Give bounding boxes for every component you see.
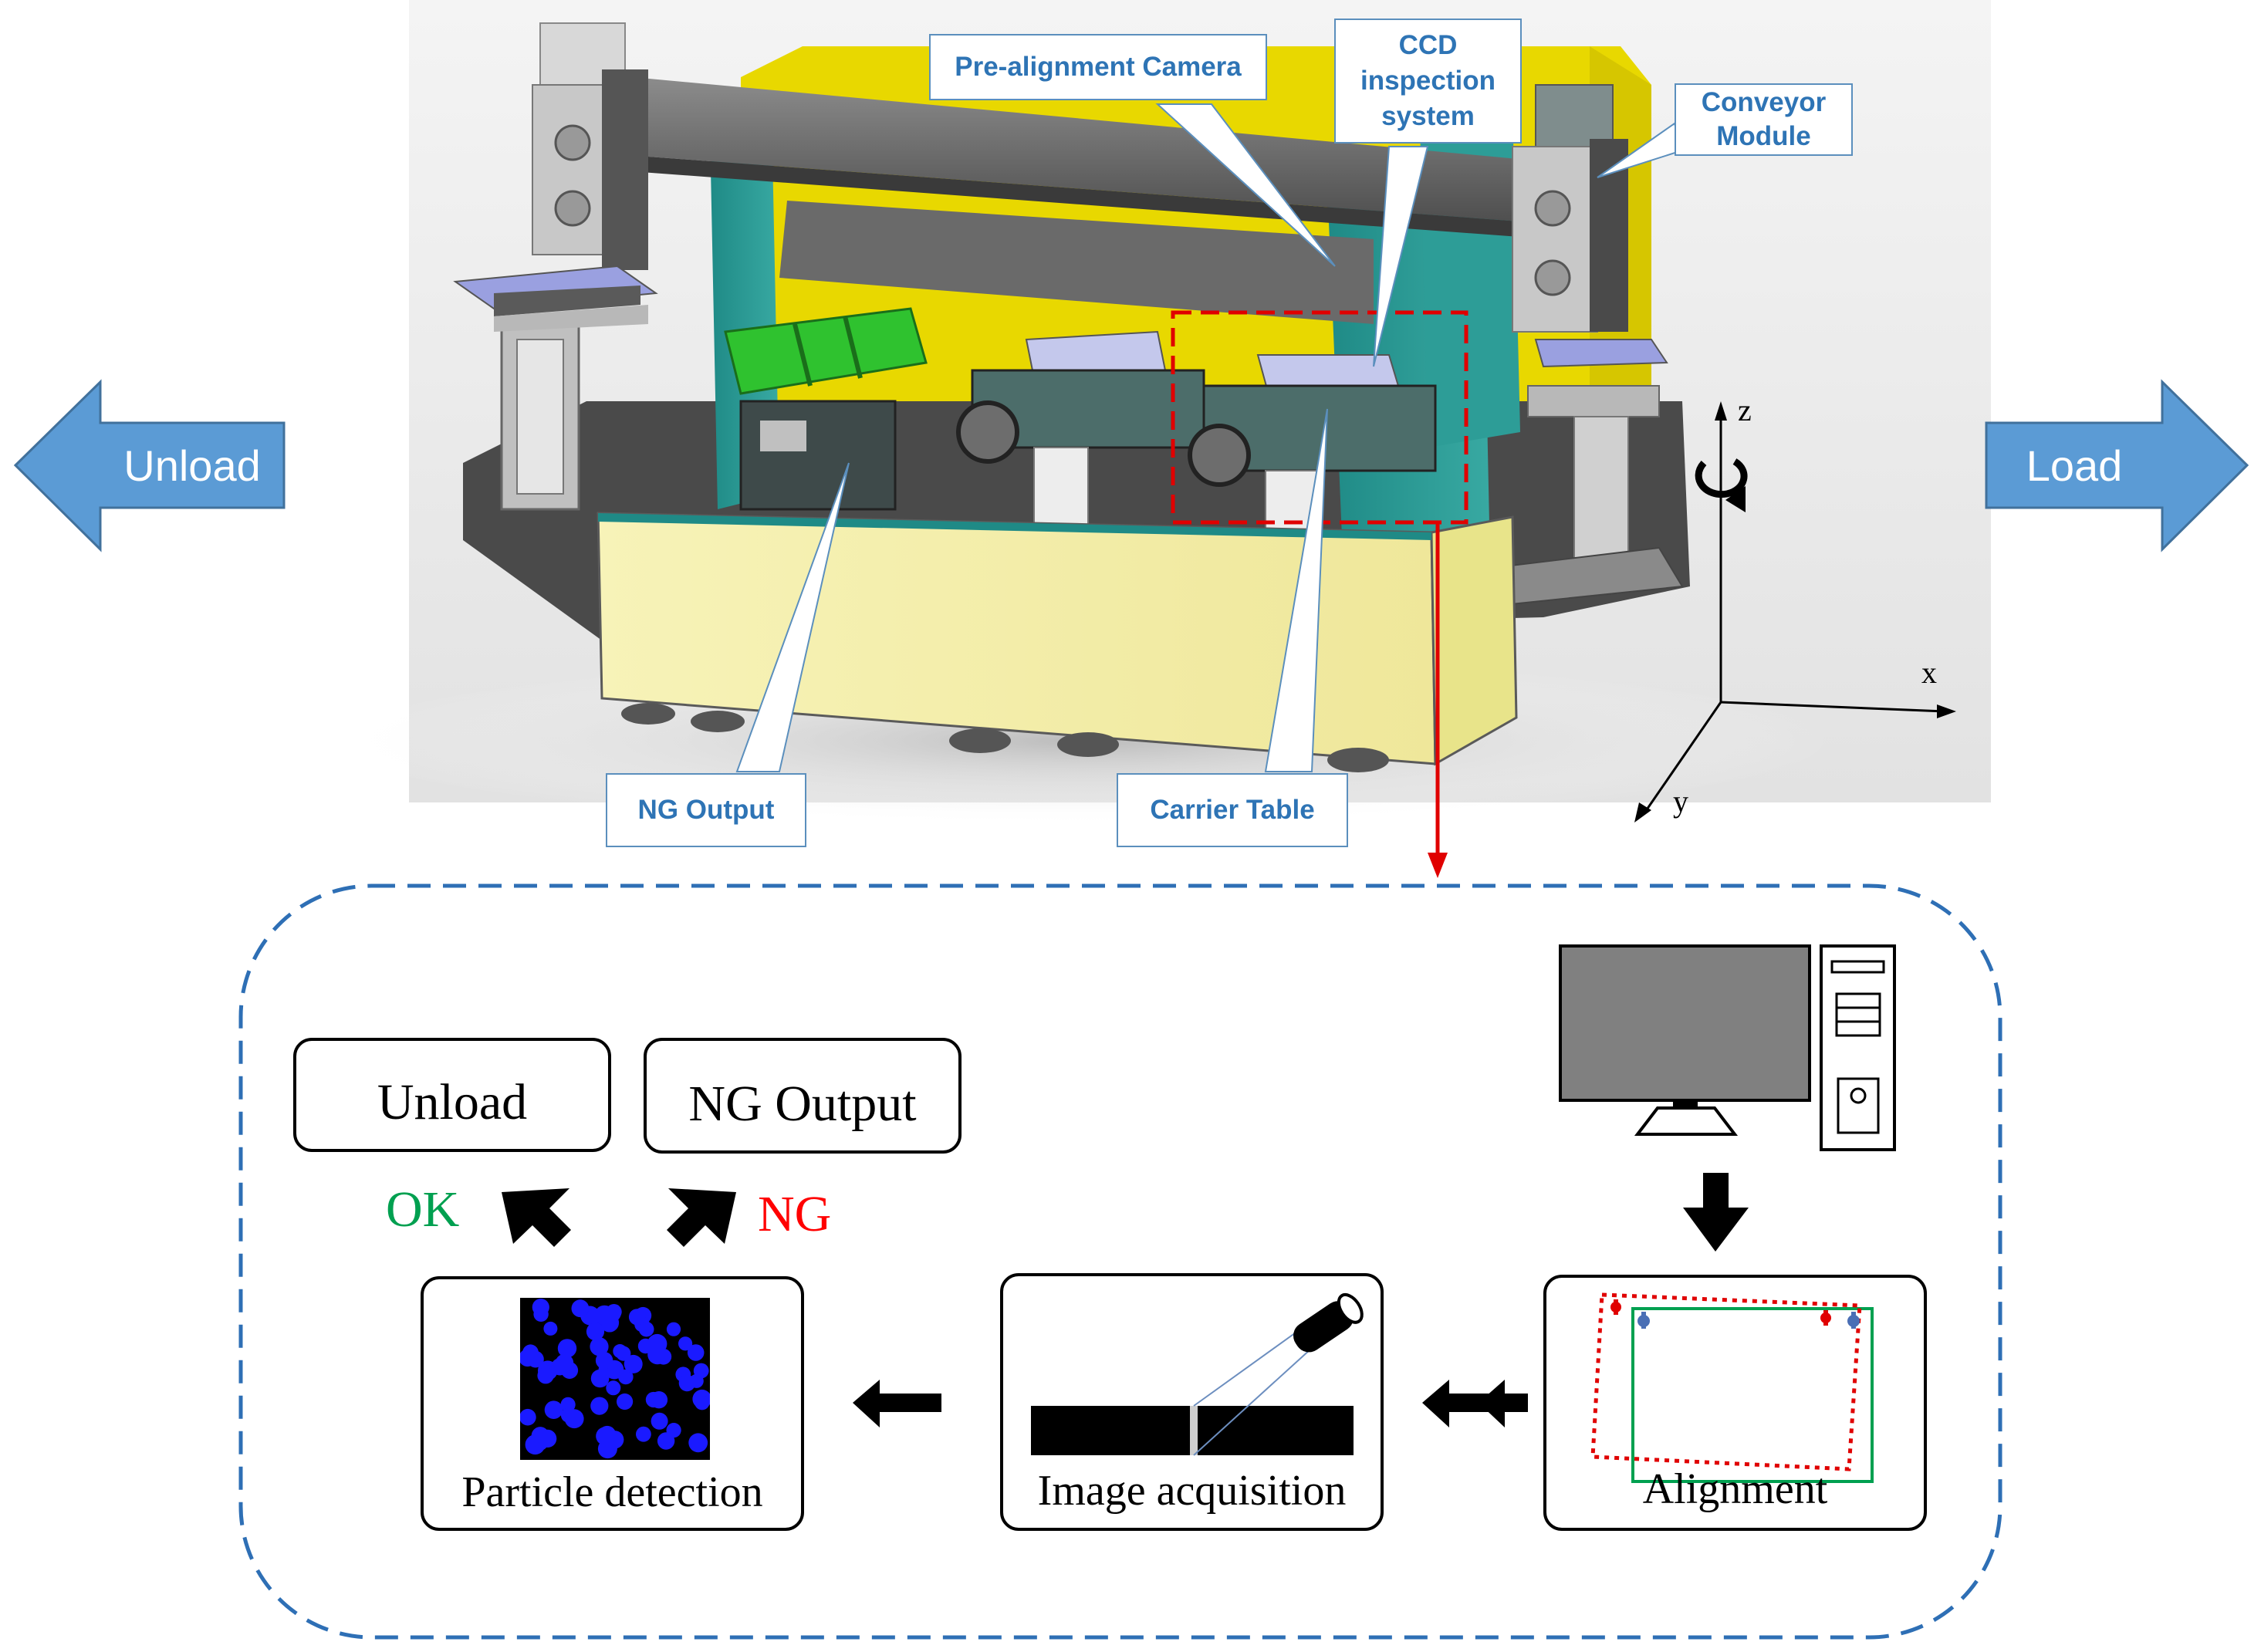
leader-ccd [1373, 146, 1429, 367]
arrow-acquisition-to-detection [853, 1380, 941, 1427]
particle-dot [689, 1373, 704, 1388]
right-tower [1512, 146, 1598, 333]
alignment-illustration [1590, 1292, 1874, 1483]
acquisition-illustration [1031, 1292, 1364, 1456]
computer-tower [1820, 944, 1896, 1151]
particle-dot [564, 1409, 584, 1429]
particle-dot [533, 1306, 549, 1322]
particle-dot [594, 1305, 615, 1326]
callout-ng-output-text: NG Output [637, 795, 775, 825]
particle-dot [520, 1408, 536, 1426]
particle-dot [596, 1427, 614, 1446]
particle-dot [539, 1429, 557, 1448]
particle-dot [571, 1299, 590, 1318]
callout-carrier-table-text: Carrier Table [1150, 795, 1315, 825]
load-block-arrow [1985, 379, 2249, 552]
particle-dot [666, 1322, 681, 1336]
gantry-beam [586, 77, 1551, 224]
particle-dot [543, 1321, 558, 1336]
ng-output-box: NG Output [644, 1038, 962, 1154]
callout-conveyor-line-2: Module [1716, 121, 1811, 151]
callout-pre-alignment-camera-text: Pre-alignment Camera [955, 52, 1242, 82]
particle-dot [657, 1432, 675, 1450]
particle-dot [590, 1397, 609, 1415]
image-acquisition-box: Image acquisition [1000, 1273, 1384, 1531]
particle-dot [695, 1395, 710, 1410]
callout-ccd-line-1: CCD [1398, 30, 1458, 60]
leader-carrier-table [1264, 408, 1328, 772]
callout-conveyor-module: Conveyor Module [1675, 83, 1853, 156]
particle-dot [595, 1352, 613, 1370]
particle-image [520, 1298, 710, 1460]
ng-conveyor [724, 307, 928, 395]
ok-label: OK [386, 1181, 460, 1238]
particle-dot [687, 1344, 705, 1361]
rotation-arrow [1695, 458, 1748, 498]
particle-detection-box: Particle detection [421, 1276, 804, 1531]
callout-ng-output: NG Output [606, 773, 806, 847]
particle-dot [638, 1321, 654, 1337]
x-axis [1720, 701, 1945, 713]
particle-dot [544, 1400, 563, 1419]
particle-dot [624, 1354, 643, 1373]
callout-pre-alignment-camera: Pre-alignment Camera [929, 34, 1267, 100]
ok-arrow [502, 1188, 571, 1247]
z-axis-label: z [1738, 393, 1752, 427]
roi-pointer-head [1428, 853, 1448, 878]
image-acquisition-label: Image acquisition [1037, 1467, 1347, 1515]
right-stand [1573, 416, 1629, 572]
alignment-box: Alignment [1543, 1275, 1927, 1531]
particle-dot [651, 1412, 668, 1430]
camera-icon [1293, 1292, 1364, 1353]
ng-label: NG [758, 1186, 832, 1242]
workflow-frame [238, 883, 2002, 1640]
callout-ccd-line-3: system [1381, 101, 1475, 131]
particle-dot [617, 1393, 634, 1410]
particle-dot [527, 1350, 544, 1368]
load-arrow-label: Load [2026, 441, 2123, 490]
particle-dot [678, 1336, 693, 1351]
particle-dot [590, 1369, 610, 1388]
leader-ng-output [735, 462, 850, 772]
ng-output-box-label: NG Output [688, 1076, 917, 1132]
particle-dot [606, 1380, 621, 1396]
particle-dot [628, 1309, 646, 1326]
right-tray [1534, 339, 1668, 368]
particle-dot [590, 1337, 609, 1356]
unload-block-arrow [13, 379, 286, 552]
callout-conveyor-line-1: Conveyor [1701, 87, 1827, 117]
particle-dot [560, 1397, 576, 1412]
y-axis [1642, 701, 1722, 815]
particle-dot [647, 1344, 667, 1365]
computer-monitor [1559, 944, 1811, 1102]
particle-dot [645, 1391, 661, 1408]
particle-dot [636, 1426, 651, 1442]
y-axis-label: y [1673, 784, 1688, 819]
callout-ccd-line-2: inspection [1360, 66, 1496, 96]
alignment-label: Alignment [1642, 1465, 1828, 1513]
unload-box-label: Unload [377, 1074, 528, 1130]
leader-pre-alignment [1155, 103, 1336, 267]
particle-dot [537, 1367, 554, 1384]
x-axis-label: x [1921, 655, 1937, 690]
particle-dot [613, 1344, 627, 1359]
particle-dot [557, 1339, 577, 1358]
down-arrow-to-alignment [1683, 1173, 1749, 1252]
particle-dot [688, 1433, 708, 1453]
particle-detection-label: Particle detection [461, 1468, 763, 1516]
particle-dot [555, 1353, 574, 1373]
unload-arrow-label: Unload [123, 441, 261, 490]
callout-ccd-inspection-system: CCD inspection system [1334, 19, 1522, 144]
unload-box: Unload [293, 1038, 611, 1152]
callout-carrier-table: Carrier Table [1117, 773, 1348, 847]
particle-dot [586, 1323, 605, 1341]
inner-rail [779, 201, 1374, 324]
arrow-alignment-to-acquisition-b [1422, 1380, 1503, 1427]
ng-arrow [667, 1188, 736, 1247]
